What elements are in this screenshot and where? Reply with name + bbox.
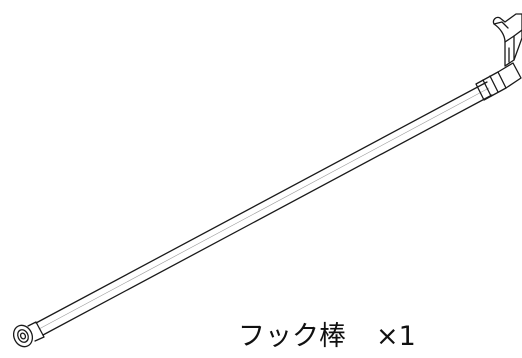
- rod-collar: [475, 62, 522, 101]
- rod-end-cap: [12, 321, 45, 348]
- hook-head: [492, 13, 522, 67]
- part-name: フック棒: [238, 321, 346, 352]
- rod-shaft: [35, 81, 493, 336]
- part-quantity: ×1: [376, 321, 416, 352]
- part-caption: フック棒 ×1: [238, 320, 416, 354]
